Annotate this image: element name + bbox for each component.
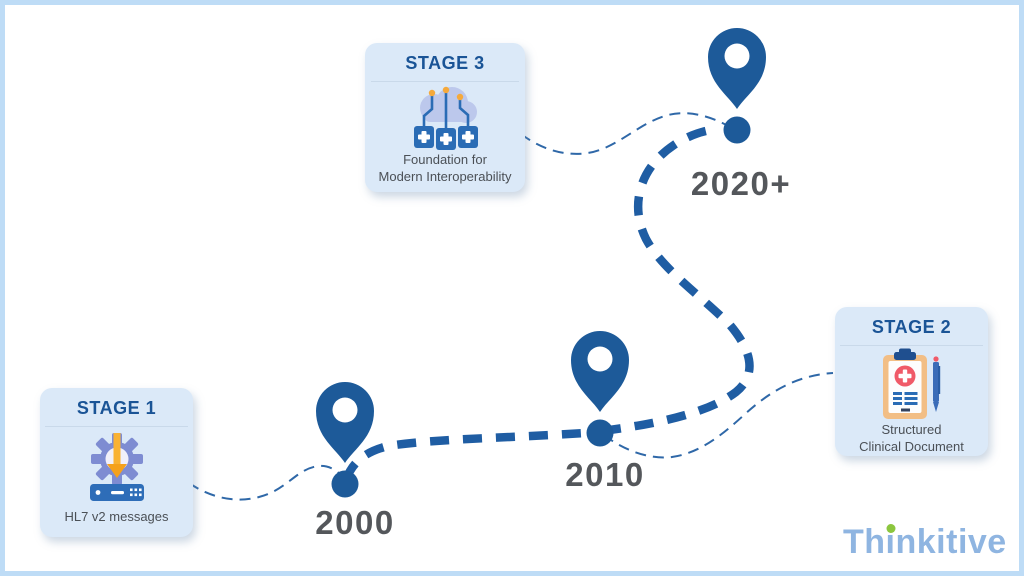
clinical-clipboard-pen-icon (878, 346, 946, 422)
stage-3-card: STAGE 3 (365, 43, 525, 192)
stage-3-title: STAGE 3 (405, 53, 485, 73)
timeline-path-2010-2020 (601, 124, 754, 436)
logo-accent-letter: i (885, 523, 896, 561)
stage-1-title: STAGE 1 (76, 398, 157, 418)
stage-3-label: Foundation for Modern Interoperability (378, 152, 512, 184)
stage-1-divider (45, 426, 188, 427)
year-label-2000: 2000 (315, 504, 395, 541)
logo-text-pre: Th (843, 523, 886, 561)
connector-stage1-to-2000 (188, 464, 347, 501)
milestone-dot-2000 (331, 470, 359, 498)
cloud-connected-systems-icon (406, 82, 484, 152)
gear-download-server-icon (81, 427, 153, 509)
year-label-2010: 2010 (565, 456, 645, 493)
timeline-path-2000-2010 (341, 427, 599, 482)
stage-2-label: Structured Clinical Document (859, 422, 964, 454)
milestone-dot-2010 (586, 419, 614, 447)
thinkitive-logo: Thinkitive (843, 523, 1007, 562)
logo-text-post: nkitive (895, 523, 1007, 561)
map-pin-2010 (571, 331, 629, 412)
timeline-paths-layer (188, 28, 834, 501)
stage-2-divider (840, 345, 983, 346)
stage-2-title: STAGE 2 (871, 317, 952, 337)
map-pin-2020 (708, 28, 766, 109)
connector-stage3-to-2020 (520, 112, 731, 155)
stage-2-card: STAGE 2 (835, 307, 988, 456)
stage-1-card: STAGE 1 (40, 388, 193, 537)
map-pin-2000 (316, 382, 374, 463)
milestone-dot-2020 (723, 116, 751, 144)
stage-3-divider (370, 81, 520, 82)
connector-2010-to-stage2 (603, 372, 834, 459)
year-label-2020: 2020+ (690, 165, 792, 202)
stage-1-label: HL7 v2 messages (64, 509, 169, 525)
